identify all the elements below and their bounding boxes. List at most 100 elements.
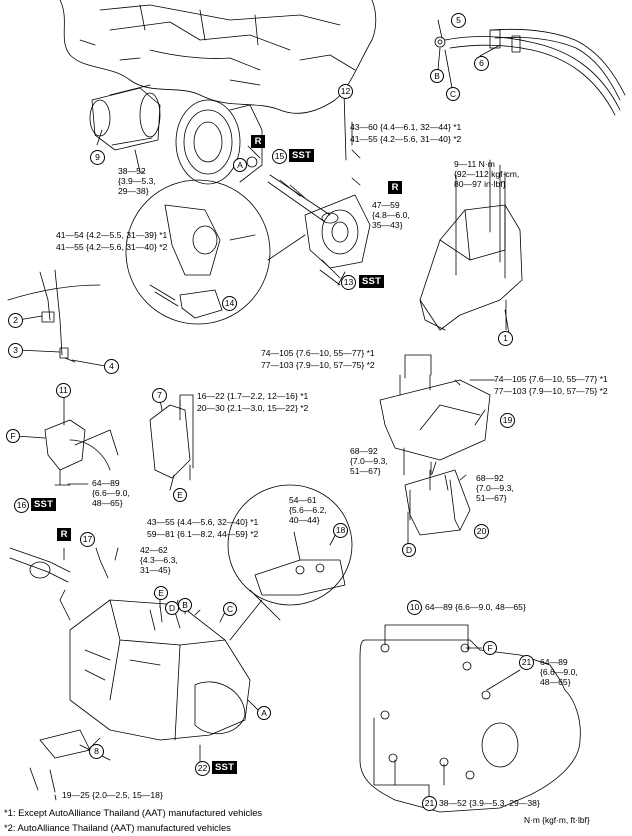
- engine-mount: [379, 374, 491, 461]
- torque-19-left-line1: 74—105 {7.6—10, 55—77} *1: [261, 348, 375, 358]
- torque-11-line1: 64—89: [92, 478, 120, 488]
- detail-circle-shift: [227, 484, 353, 641]
- torque-1-line2: {92—112 kgf·cm,: [454, 169, 520, 179]
- leader-lines: [15, 19, 521, 801]
- torque-21-line1: 64—89: [540, 657, 568, 667]
- sst-tag-22: SST: [212, 761, 238, 774]
- callout-21-right: 21: [519, 655, 534, 670]
- torque-18-left-line1: 43—55 {4.4—5.6, 32—40} *1: [147, 517, 259, 527]
- connector-letter-f: F: [6, 429, 20, 443]
- torque-knuckle-line1: 41—54 {4.2—5.5, 31—39} *1: [56, 230, 168, 240]
- torque-11-line2: {6.6—9.0,: [92, 488, 130, 498]
- callout-22: 22: [195, 761, 210, 776]
- torque-20-left-line1: 68—92: [350, 446, 378, 456]
- torque-19-left-line2: 77—103 {7.9—10, 57—75} *2: [261, 360, 375, 370]
- callout-5: 5: [451, 13, 466, 28]
- shift-cables: [434, 28, 626, 116]
- engine-block-outline: [59, 0, 377, 114]
- callout-19: 19: [500, 413, 515, 428]
- connector-letter-d-trans: D: [165, 601, 179, 615]
- torque-20-right-line2: {7.0—9.3,: [476, 483, 514, 493]
- torque-8: 19—25 {2.0—2.5, 15—18}: [62, 790, 163, 800]
- torque-21-line3: 48—65}: [540, 677, 571, 687]
- sst-tag-15: SST: [289, 149, 315, 162]
- torque-r-line2: {4.8—6.0,: [372, 210, 410, 220]
- torque-10: 64—89 {6.6—9.0, 48—65}: [425, 602, 526, 612]
- torque-1-line3: 80—97 in·lbf}: [454, 179, 506, 189]
- clip-bracket: [149, 399, 191, 481]
- torque-9-line2: {3.9—5.3,: [118, 176, 156, 186]
- harness-bracket: [44, 419, 119, 486]
- callout-6: 6: [474, 56, 489, 71]
- torque-17-line3: 31—45}: [140, 565, 171, 575]
- torque-18-left-line2: 59—81 {6.1—8.2, 44—59} *2: [147, 529, 259, 539]
- connector-letter-e: E: [173, 488, 187, 502]
- callout-9: 9: [90, 150, 105, 165]
- connector-letter-c-trans: C: [223, 602, 237, 616]
- connector-letter-b-trans: B: [178, 598, 192, 612]
- connector-letter-a-trans: A: [257, 706, 271, 720]
- callout-10: 10: [407, 600, 422, 615]
- torque-17-line1: 42—62: [140, 545, 168, 555]
- transaxle-case: [59, 589, 251, 761]
- torque-9-line3: 29—38}: [118, 186, 149, 196]
- torque-12-line1: 43—60 {4.4—6.1, 32—44} *1: [350, 122, 462, 132]
- connector-letter-c: C: [446, 87, 460, 101]
- callout-15: 15: [272, 149, 287, 164]
- callout-18: 18: [333, 523, 348, 538]
- torque-18-line3: 40—44}: [289, 515, 320, 525]
- callout-11: 11: [56, 383, 71, 398]
- connector-letter-a: A: [233, 158, 247, 172]
- callout-4: 4: [104, 359, 119, 374]
- callout-14: 14: [222, 296, 237, 311]
- torque-9-line1: 38—52: [118, 166, 146, 176]
- left-drive-shaft: [9, 547, 71, 583]
- torque-20-right-line3: 51—67}: [476, 493, 507, 503]
- replace-tag-shaft: R: [57, 528, 71, 541]
- starter-motor: [89, 84, 161, 173]
- callout-21-bottom: 21: [422, 796, 437, 811]
- callout-1: 1: [498, 331, 513, 346]
- units-label: N·m {kgf·m, ft·lbf}: [524, 815, 590, 825]
- torque-19-right-line2: 77—103 {7.9—10, 57—75} *2: [494, 386, 608, 396]
- speed-sensor: [29, 729, 91, 793]
- torque-knuckle-line2: 41—55 {4.2—5.6, 31—40} *2: [56, 242, 168, 252]
- torque-20-left-line2: {7.0—9.3,: [350, 456, 388, 466]
- steering-knuckle: [304, 149, 371, 286]
- callout-20: 20: [474, 524, 489, 539]
- torque-18-line1: 54—61: [289, 495, 317, 505]
- sst-tag-13: SST: [359, 275, 385, 288]
- connector-letter-b: B: [430, 69, 444, 83]
- replace-tag-clip: R: [388, 181, 402, 194]
- torque-12-line2: 41—55 {4.2—5.6, 31—40} *2: [350, 134, 462, 144]
- torque-17-line2: {4.3—6.3,: [140, 555, 178, 565]
- torque-19-right-line1: 74—105 {7.6—10, 55—77} *1: [494, 374, 608, 384]
- torque-20-left-line3: 51—67}: [350, 466, 381, 476]
- torque-r-line1: 47—59: [372, 200, 400, 210]
- connector-letter-d: D: [402, 543, 416, 557]
- callout-3: 3: [8, 343, 23, 358]
- torque-20-right-line1: 68—92: [476, 473, 504, 483]
- torque-r-line3: 35—43}: [372, 220, 403, 230]
- callout-7: 7: [152, 388, 167, 403]
- replace-tag-seal: R: [251, 135, 265, 148]
- footnote-2: *2: AutoAlliance Thailand (AAT) manufact…: [4, 822, 231, 833]
- torque-18-line2: {5.6—6.2,: [289, 505, 327, 515]
- callout-8: 8: [89, 744, 104, 759]
- torque-21-bottom: 38—52 {3.9—5.3, 29—38}: [439, 798, 540, 808]
- sst-tag-16: SST: [31, 498, 57, 511]
- torque-11-line3: 48—65}: [92, 498, 123, 508]
- clutch-housing: [175, 99, 263, 185]
- callout-17: 17: [80, 532, 95, 547]
- detail-circle: [125, 179, 306, 325]
- wiring-harness: [7, 269, 101, 363]
- callout-13: 13: [341, 275, 356, 290]
- torque-1-line1: 9—11 N·m: [454, 159, 495, 169]
- callout-12: 12: [338, 84, 353, 99]
- connector-letter-e-trans: E: [154, 586, 168, 600]
- torque-7-line1: 16—22 {1.7—2.2, 12—16} *1: [197, 391, 309, 401]
- bracket-shield: [419, 204, 523, 341]
- connector-letter-f-cover: F: [483, 641, 497, 655]
